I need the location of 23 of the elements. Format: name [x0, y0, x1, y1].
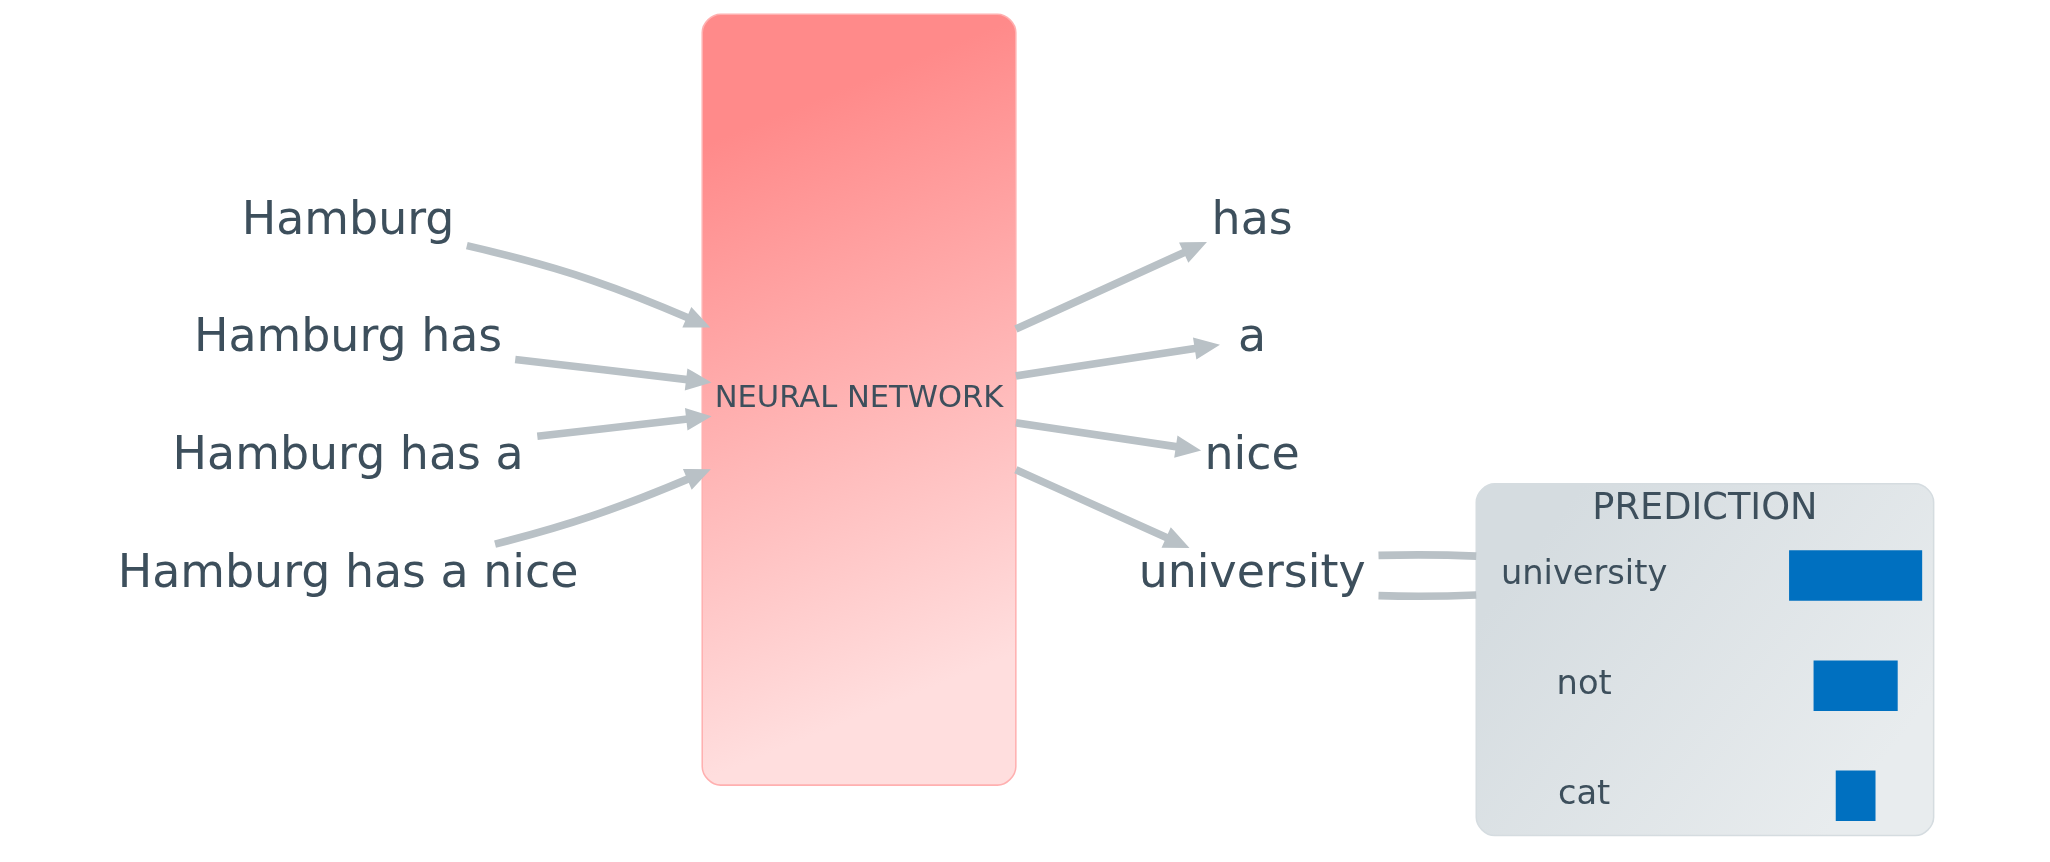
arrow: [536, 408, 712, 441]
arrow: [494, 469, 711, 548]
node-text: university: [1138, 544, 1366, 599]
arrow: [1015, 419, 1202, 458]
arrow: [514, 355, 712, 391]
node-text: Hamburg has a: [172, 426, 524, 481]
node-text: Hamburg has a nice: [117, 544, 579, 599]
arrow: [465, 241, 711, 328]
arrow: [1014, 242, 1207, 333]
arrow: [1015, 337, 1220, 380]
node-text: not: [1556, 663, 1612, 703]
node-text: Hamburg: [241, 190, 455, 245]
node-text: Hamburg has: [193, 308, 503, 363]
node-text: has: [1211, 190, 1293, 245]
node-text: cat: [1557, 773, 1611, 813]
node-text: nice: [1204, 426, 1300, 481]
node-bar: [1813, 660, 1898, 711]
arrow: [1014, 466, 1190, 548]
node-bar: [1835, 770, 1876, 822]
node-text: university: [1500, 553, 1668, 593]
node-text: a: [1238, 308, 1267, 363]
node-bar: [1789, 550, 1923, 601]
node-box: NEURAL NETWORK: [701, 13, 1017, 786]
